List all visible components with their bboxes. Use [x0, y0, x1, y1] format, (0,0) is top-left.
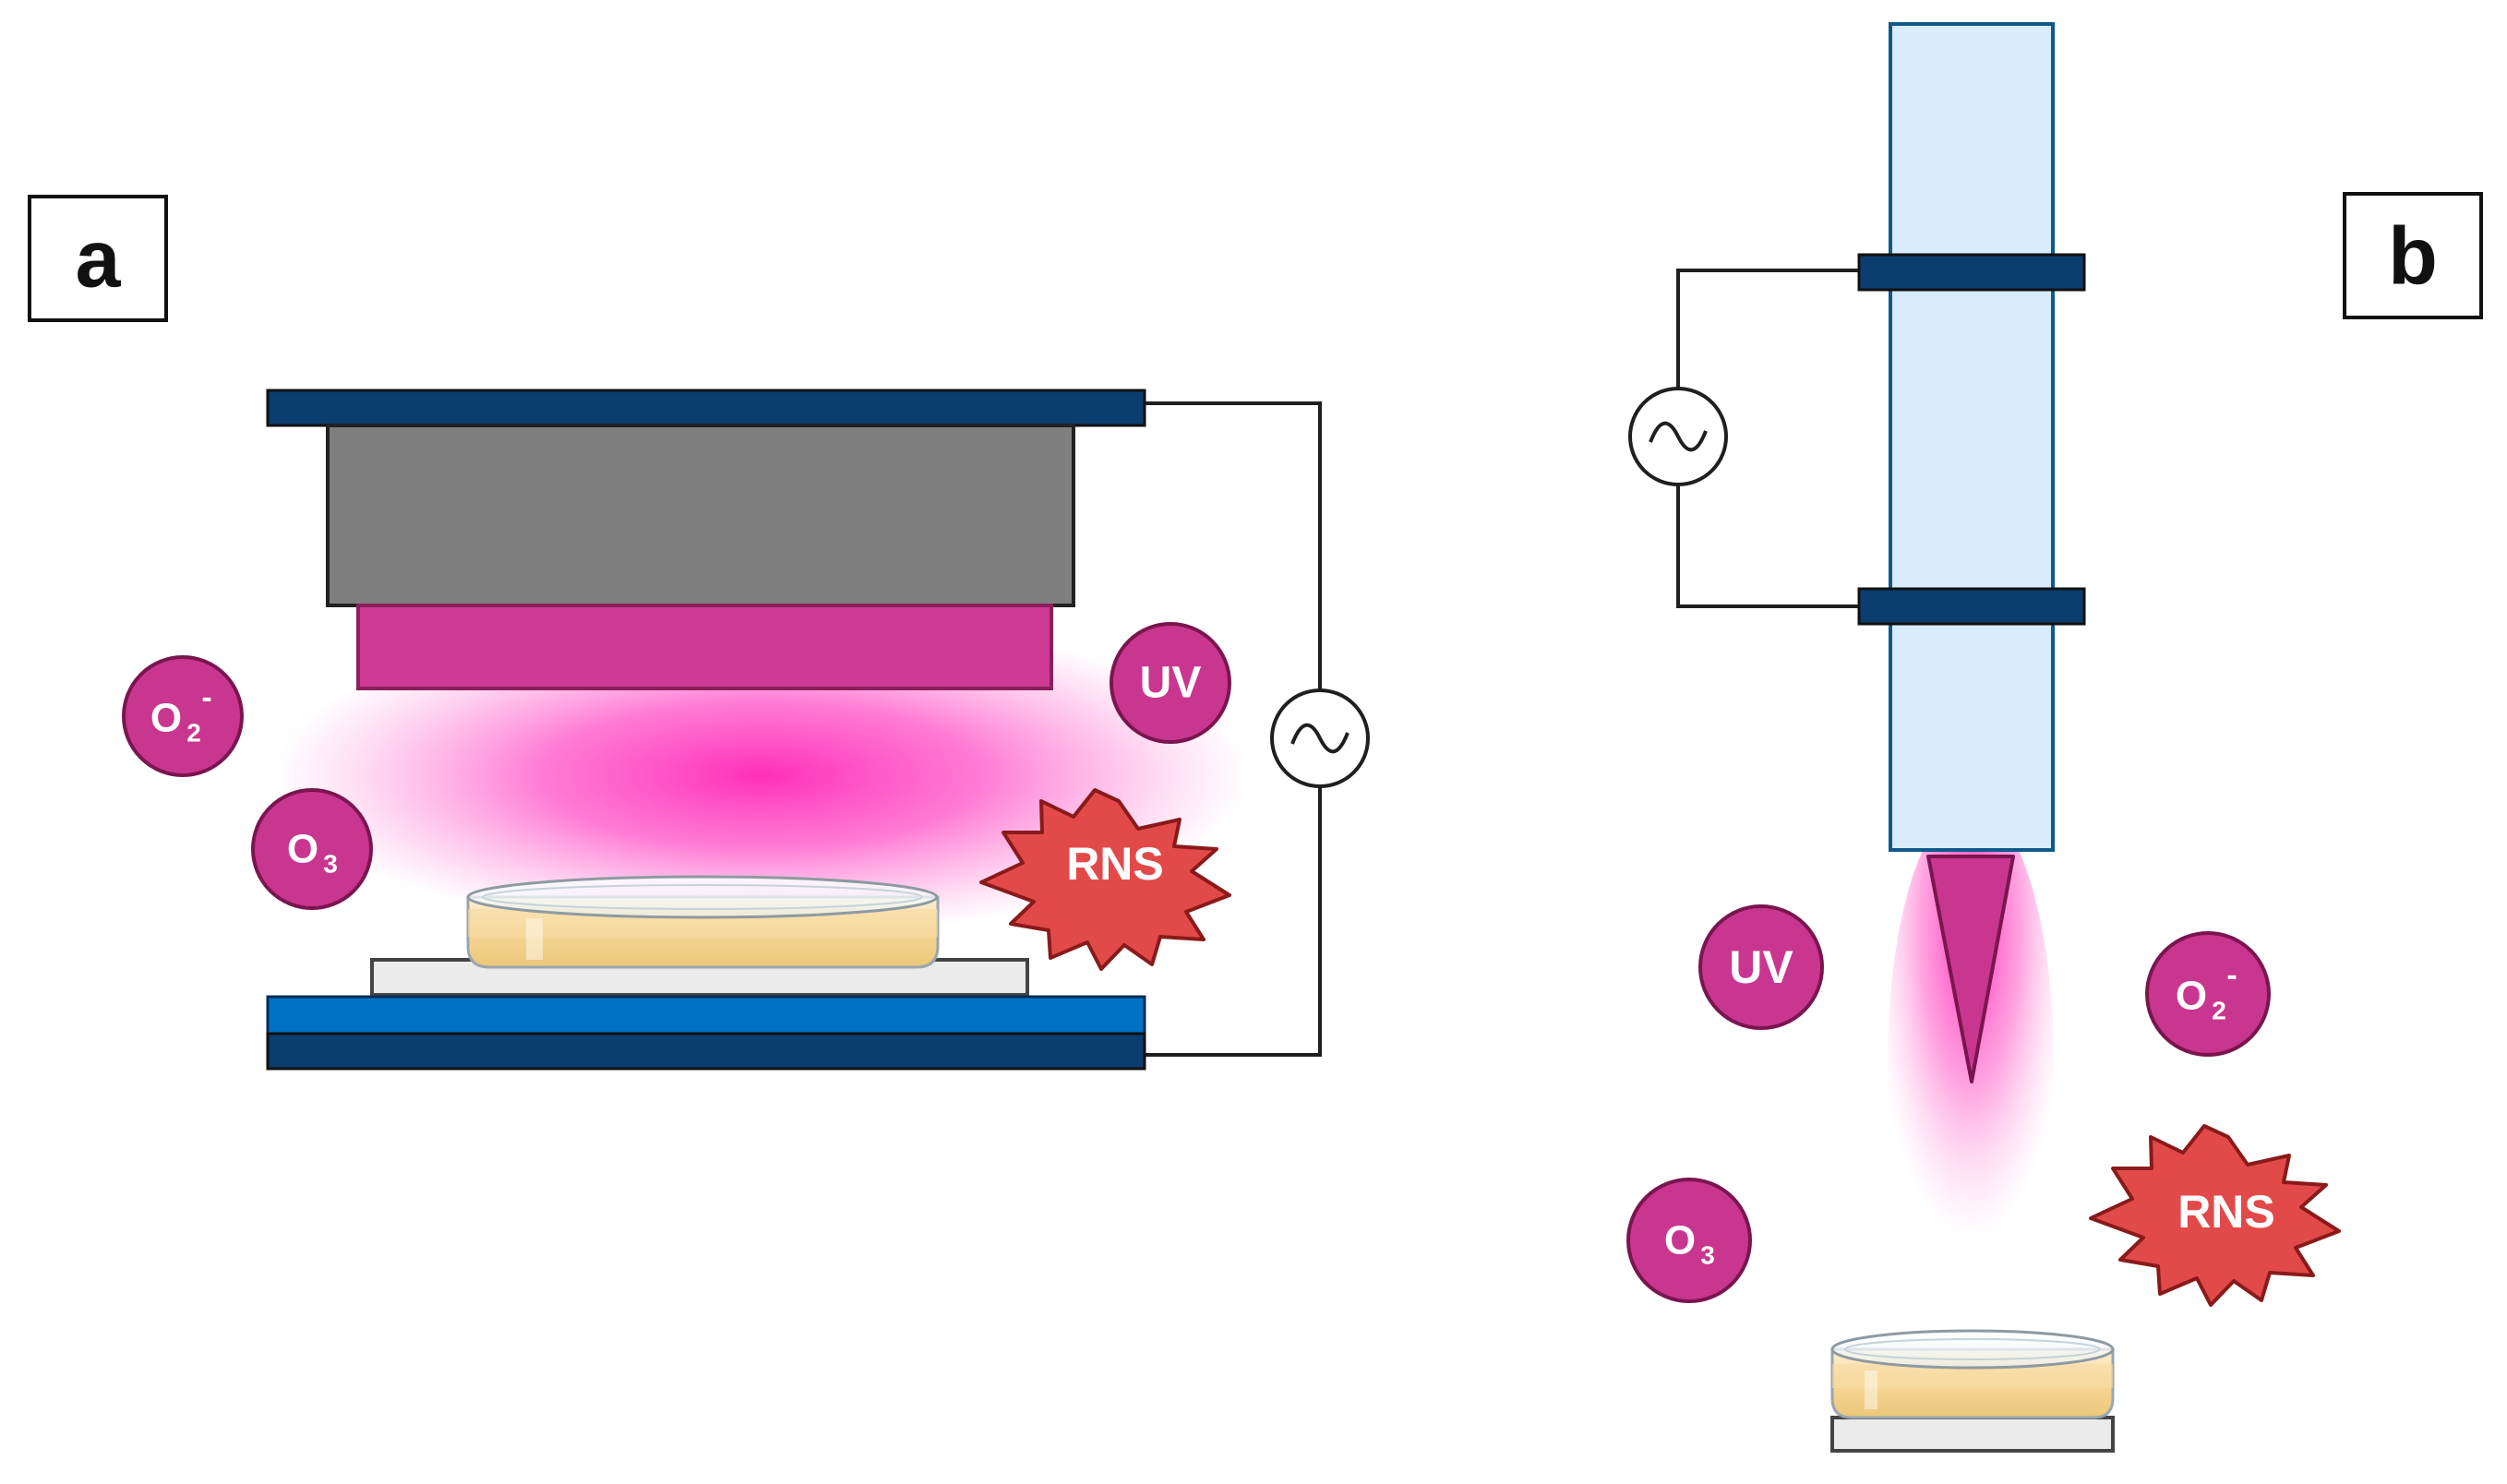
panel-b: b UV [1626, 22, 2483, 1453]
svg-text:O: O [287, 827, 318, 872]
dielectric-barrier [326, 424, 1075, 607]
panel-b-label-box: b [2343, 192, 2483, 319]
species-rns: RNS [979, 788, 1231, 971]
ring-electrode-top [1857, 253, 2086, 292]
panel-b-label: b [2388, 210, 2438, 302]
species-superoxide: O 2 - [122, 655, 244, 777]
ac-source-icon [1270, 688, 1370, 788]
svg-text:RNS: RNS [2177, 1186, 2275, 1238]
svg-text:UV: UV [1140, 659, 1202, 708]
species-ozone: O 3 [1626, 1178, 1752, 1303]
plasma-jet [1926, 855, 2015, 1083]
svg-text:-: - [2226, 958, 2237, 993]
species-ozone: O 3 [251, 788, 373, 910]
bottom-electrode-upper [266, 995, 1146, 1035]
panel-a-label-box: a [28, 195, 168, 322]
species-uv: UV [1110, 622, 1231, 744]
petri-dish-icon [1830, 1329, 2115, 1419]
quartz-tube [1889, 22, 2055, 852]
top-electrode [266, 389, 1146, 427]
svg-text:RNS: RNS [1066, 838, 1164, 890]
panel-a: a O 2 [28, 195, 1370, 1071]
panel-a-label: a [76, 213, 122, 305]
ring-electrode-bottom [1857, 587, 2086, 626]
svg-text:2: 2 [2212, 997, 2226, 1025]
ac-source-icon [1628, 387, 1728, 486]
svg-text:-: - [201, 680, 211, 715]
svg-text:O: O [2176, 974, 2207, 1019]
sample-stage-b [1830, 1416, 2115, 1453]
plasma-glow [272, 614, 1251, 937]
petri-dish-icon [466, 875, 940, 969]
svg-text:3: 3 [323, 850, 338, 879]
species-rns: RNS [2089, 1124, 2341, 1307]
svg-text:2: 2 [186, 719, 201, 748]
svg-text:UV: UV [1729, 941, 1793, 993]
svg-text:3: 3 [1700, 1241, 1715, 1270]
bottom-electrode [266, 1032, 1146, 1071]
species-superoxide: O 2 - [2145, 931, 2271, 1057]
species-uv: UV [1698, 904, 1824, 1030]
svg-text:O: O [150, 696, 182, 741]
svg-text:O: O [1664, 1218, 1696, 1263]
plasma-layer [356, 604, 1053, 690]
